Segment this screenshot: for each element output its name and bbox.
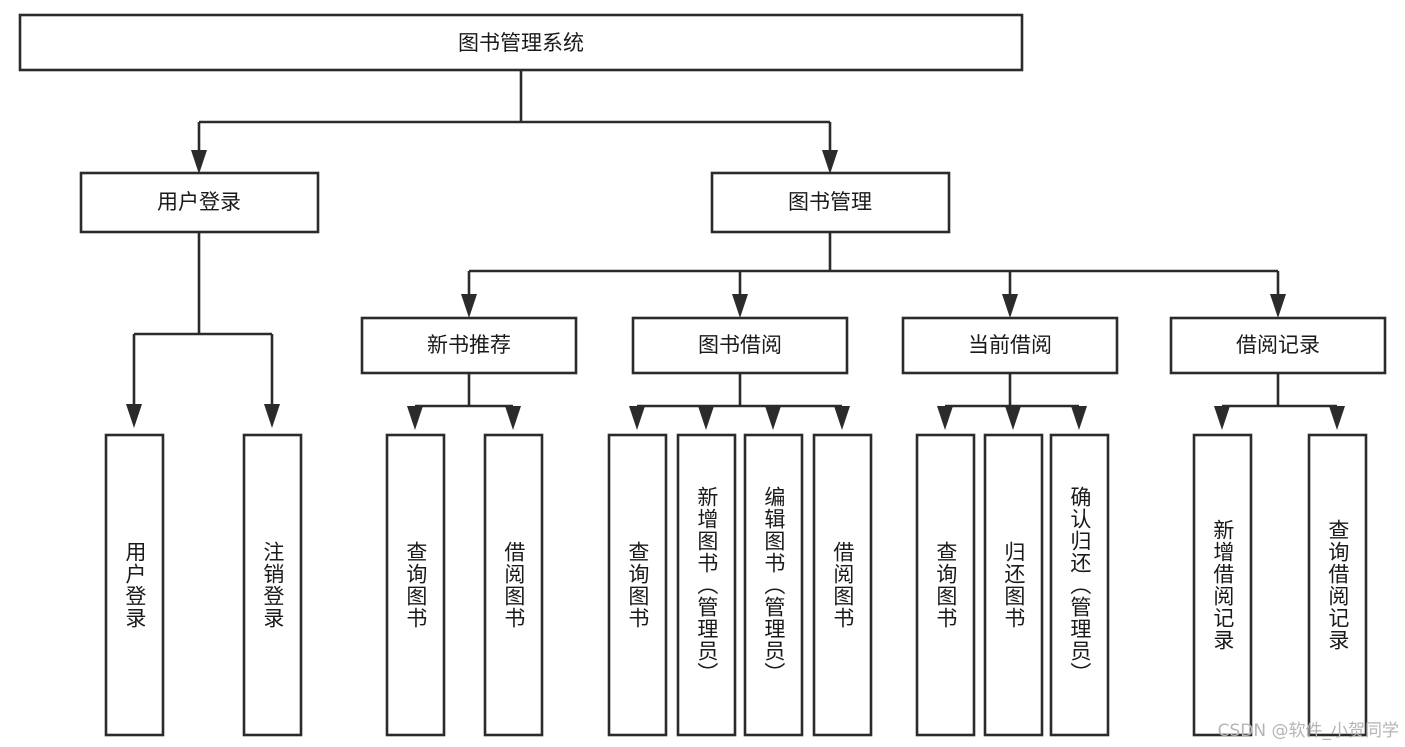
- arrow-head-icon: [765, 406, 781, 430]
- node-borrow-records[interactable]: 借阅记录: [1169, 316, 1387, 375]
- leaf-box-query-book-current[interactable]: [915, 433, 976, 737]
- node-user-login[interactable]: 用户登录: [79, 171, 320, 234]
- arrow-head-icon: [1071, 406, 1087, 430]
- arrow-head-icon: [1002, 294, 1018, 318]
- leaf-box-query-book-recommend[interactable]: [385, 433, 446, 737]
- node-label: 用户登录: [157, 190, 241, 214]
- arrow-head-icon: [126, 404, 142, 428]
- arrow-head-icon: [264, 404, 280, 428]
- arrow-head-icon: [505, 406, 521, 430]
- node-book-management[interactable]: 图书管理: [710, 171, 951, 234]
- connector-bookmgmt-to-level3: [461, 232, 1286, 318]
- arrow-head-icon: [1329, 406, 1345, 430]
- leaf-box-borrow-book-recommend[interactable]: [483, 433, 544, 737]
- leaf-box-user-login[interactable]: [104, 433, 165, 737]
- connector-userlogin-to-leaves: [126, 232, 280, 428]
- arrow-head-icon: [629, 406, 645, 430]
- node-label: 当前借阅: [968, 333, 1052, 357]
- leaf-box-query-borrow-record[interactable]: [1307, 433, 1368, 737]
- arrow-head-icon: [822, 150, 838, 174]
- connector-root-to-level2: [191, 70, 838, 174]
- connector-currentborrow-to-leaves: [937, 373, 1087, 430]
- connector-bookborrow-to-leaves: [629, 373, 850, 430]
- connector-borrowrecords-to-leaves: [1214, 373, 1345, 430]
- leaf-box-query-book-borrow[interactable]: [607, 433, 668, 737]
- arrow-head-icon: [1270, 294, 1286, 318]
- arrow-head-icon: [1005, 406, 1021, 430]
- csdn-watermark: CSDN @软件_小贺同学: [1217, 721, 1399, 741]
- arrow-head-icon: [407, 406, 423, 430]
- arrow-head-icon: [834, 406, 850, 430]
- leaf-box-edit-book-admin[interactable]: [743, 433, 804, 737]
- arrow-head-icon: [732, 294, 748, 318]
- node-label: 图书管理系统: [458, 31, 584, 55]
- node-label: 图书管理: [788, 190, 872, 214]
- node-current-borrow[interactable]: 当前借阅: [901, 316, 1119, 375]
- arrow-head-icon: [461, 294, 477, 318]
- leaf-box-confirm-return-admin[interactable]: [1049, 433, 1110, 737]
- arrow-head-icon: [191, 150, 207, 174]
- leaf-box-logout[interactable]: [242, 433, 303, 737]
- node-new-book-recommend[interactable]: 新书推荐: [360, 316, 578, 375]
- connector-newbook-to-leaves: [407, 373, 521, 430]
- leaf-box-add-borrow-record[interactable]: [1192, 433, 1253, 737]
- node-book-borrow[interactable]: 图书借阅: [631, 316, 849, 375]
- arrow-head-icon: [1214, 406, 1230, 430]
- leaf-box-borrow-book[interactable]: [812, 433, 873, 737]
- leaf-box-return-book[interactable]: [983, 433, 1044, 737]
- arrow-head-icon: [698, 406, 714, 430]
- node-label: 新书推荐: [427, 333, 511, 357]
- node-label: 图书借阅: [698, 333, 782, 357]
- node-label: 借阅记录: [1236, 333, 1320, 357]
- arrow-head-icon: [937, 406, 953, 430]
- leaf-box-add-book-admin[interactable]: [676, 433, 737, 737]
- node-root-library-system[interactable]: 图书管理系统: [18, 13, 1024, 72]
